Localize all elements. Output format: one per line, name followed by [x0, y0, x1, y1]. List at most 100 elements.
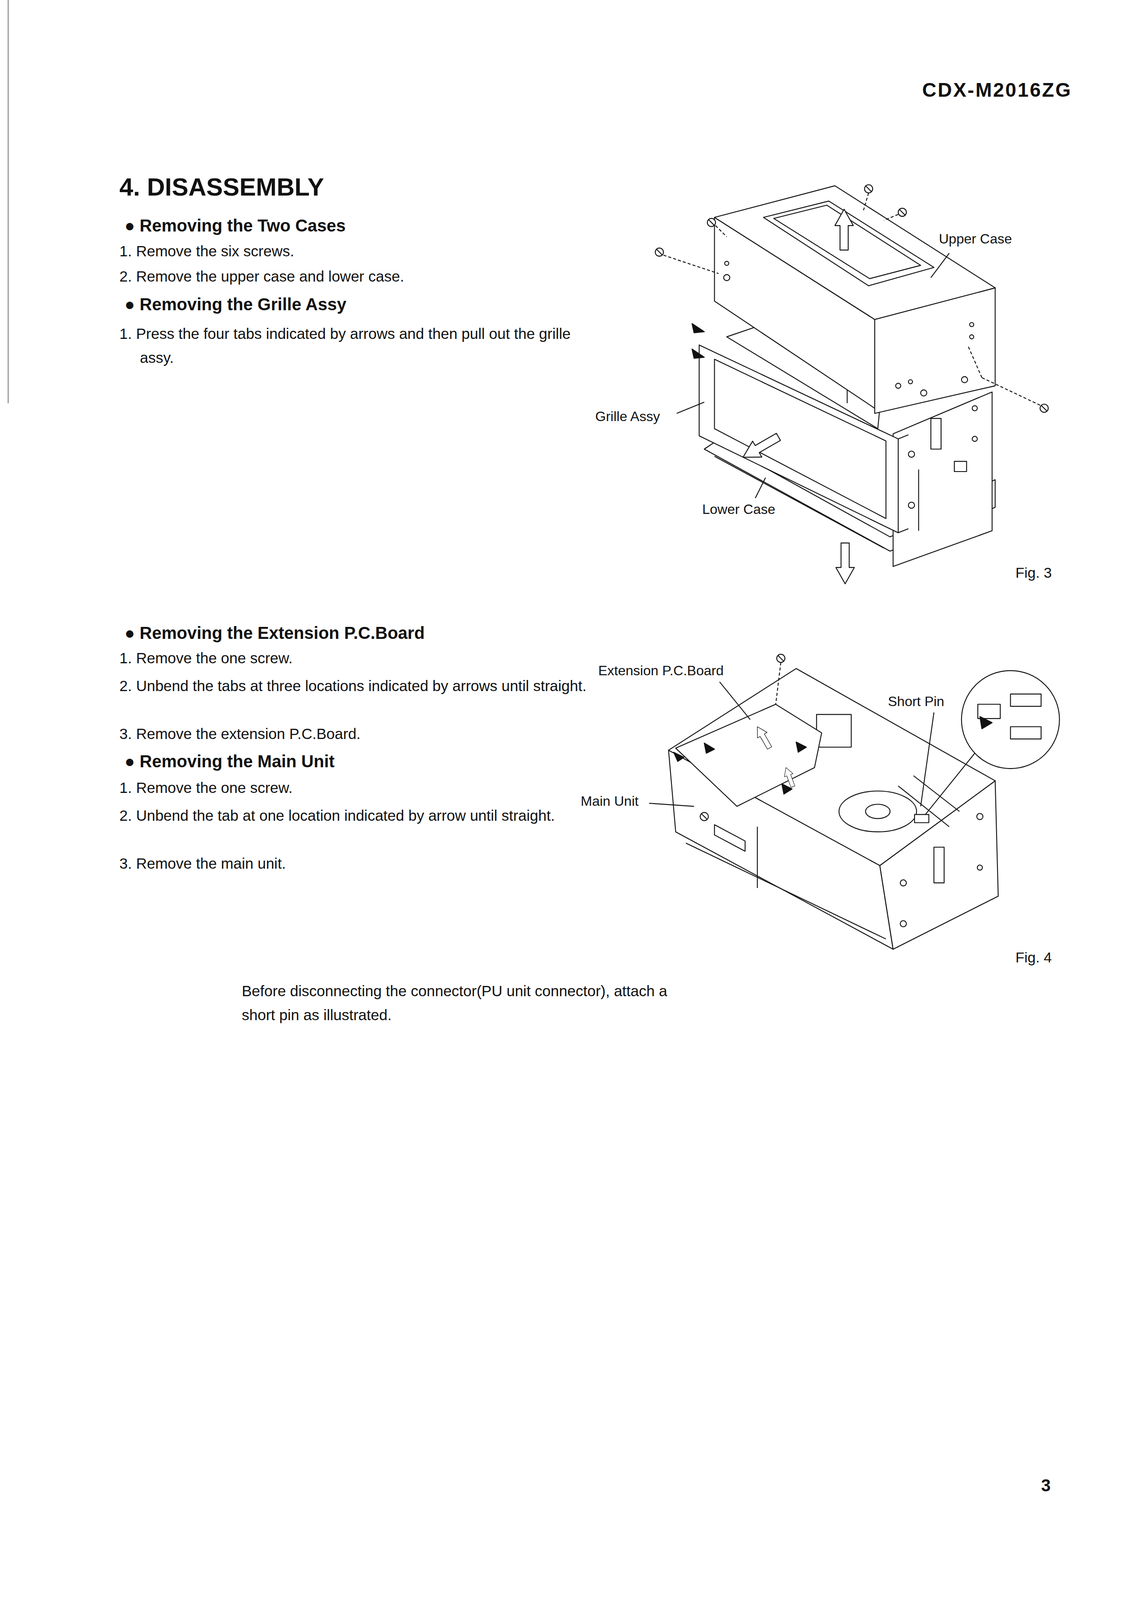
screws [708, 219, 715, 226]
upper-case [969, 334, 974, 339]
leader-line [755, 477, 766, 499]
mechanism-chassis [977, 864, 983, 870]
grille-assy [691, 323, 705, 333]
part-name: Short Pin [886, 692, 947, 710]
step-text: 1. Remove the one screw. [119, 648, 293, 668]
mechanism [918, 469, 920, 531]
mechanism-chassis [668, 668, 995, 866]
mechanism [972, 436, 978, 442]
page-number: 3 [1041, 1474, 1051, 1497]
screws [898, 208, 907, 217]
main-unit [781, 783, 793, 795]
extension-pcb [795, 742, 807, 753]
mechanism-chassis [865, 804, 891, 819]
upper-case [714, 185, 996, 414]
upper-case [773, 204, 921, 279]
mechanism [954, 461, 967, 472]
leader-line [649, 803, 695, 807]
upper-case [920, 389, 927, 396]
screws [865, 185, 872, 192]
figure-number: Fig. 4 [1015, 948, 1052, 967]
mechanism-chassis [900, 920, 907, 927]
mechanism-chassis [898, 786, 950, 827]
mechanism [972, 405, 978, 411]
screws [967, 344, 982, 378]
part-name: Grille Assy [593, 407, 662, 425]
main-unit [700, 812, 709, 821]
main-unit [701, 813, 708, 820]
margin-line [7, 0, 9, 404]
short-pin-inset [977, 704, 1001, 719]
short-pin-inset [1010, 726, 1042, 740]
upper-case [724, 261, 729, 266]
step-text: 1. Remove the one screw. [119, 778, 293, 798]
upper-case [969, 322, 974, 327]
upper-case [723, 274, 730, 281]
grille-assy [898, 528, 909, 534]
leader-line [719, 681, 751, 720]
main-unit [700, 765, 798, 852]
short-pin-inset [1010, 694, 1042, 707]
section-heading: ● Removing the Extension P.C.Board [124, 622, 425, 644]
step-text: 1. Press the four tabs indicated by arro… [119, 321, 590, 370]
short-pin-inset [979, 716, 993, 729]
grille-assy [898, 434, 909, 440]
screws [884, 214, 899, 221]
part-name: Extension P.C.Board [596, 661, 726, 680]
extension-pcb [752, 724, 775, 751]
step-text: 3. Remove the extension P.C.Board. [119, 724, 361, 744]
leader-line [930, 253, 950, 278]
upper-case [961, 376, 968, 383]
screws [656, 249, 663, 256]
note-text: Before disconnecting the connector(PU un… [241, 979, 696, 1028]
leader-line [920, 712, 934, 807]
short-pin-inset [923, 753, 975, 817]
illustration [8, 0, 1060, 950]
screws [1041, 405, 1048, 412]
screws [663, 255, 719, 274]
section-heading: ● Removing the Two Cases [124, 214, 346, 237]
main-unit [714, 824, 746, 852]
mechanism-chassis [816, 714, 852, 748]
leader-line [676, 402, 704, 414]
extension-pcb [777, 655, 784, 662]
leader-line [676, 253, 950, 499]
mechanism-chassis [685, 843, 886, 939]
mechanism-chassis [668, 668, 998, 950]
screws [707, 218, 716, 227]
upper-case [763, 201, 934, 286]
figure-number: Fig. 3 [1015, 563, 1052, 582]
extension-pcb [675, 704, 822, 807]
short-pin-inset [961, 670, 1060, 769]
section-heading: ● Removing the Grille Assy [124, 293, 347, 315]
part-name: Upper Case [937, 230, 1014, 248]
mechanism [908, 451, 915, 458]
upper-case [714, 185, 996, 320]
screws [899, 209, 906, 216]
mechanism-chassis [839, 791, 917, 832]
step-text: 2. Unbend the tabs at three locations in… [119, 673, 590, 698]
extension-pcb [673, 752, 684, 762]
extension-pcb [775, 662, 781, 705]
short-pin-inset [914, 814, 929, 823]
screws [655, 248, 664, 257]
model-number: CDX-M2016ZG [922, 77, 1072, 103]
screws [1040, 404, 1049, 413]
step-text: 2. Unbend the tab at one location indica… [119, 803, 590, 828]
part-name: Lower Case [700, 500, 778, 518]
screws [864, 184, 873, 193]
upper-case [834, 209, 854, 250]
screws [655, 184, 1048, 413]
mechanism-chassis [756, 826, 758, 888]
grille-assy [691, 349, 705, 359]
screws [982, 377, 1041, 406]
removal-arrow [835, 543, 855, 584]
mechanism-chassis [933, 847, 945, 883]
screws [715, 225, 727, 237]
step-text: 3. Remove the main unit. [119, 854, 286, 873]
upper-case [895, 383, 901, 389]
page-title: 4. DISASSEMBLY [119, 171, 324, 203]
part-name: Main Unit [578, 792, 641, 810]
step-text: 1. Remove the six screws. [119, 241, 294, 261]
mechanism-chassis [976, 813, 983, 820]
